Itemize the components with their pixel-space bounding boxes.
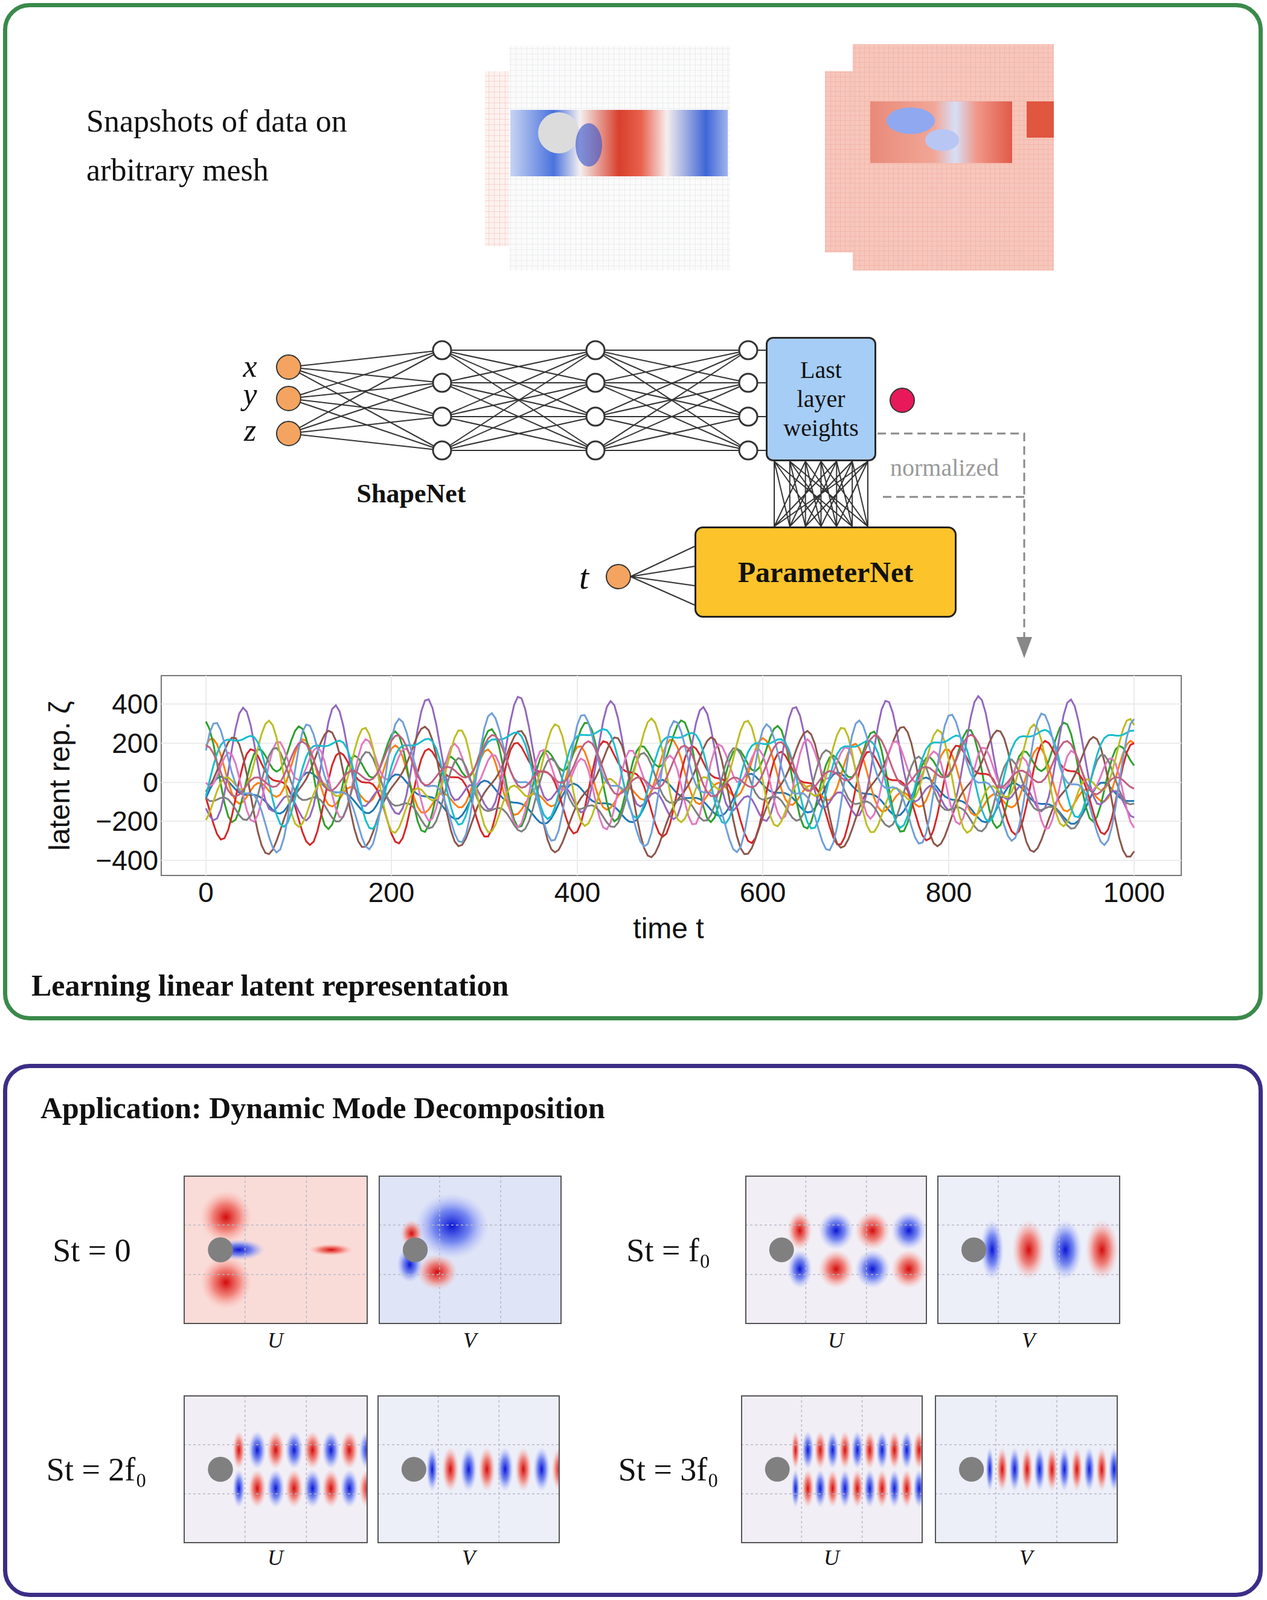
label: −400 [95, 844, 159, 877]
label: t [579, 556, 589, 598]
plot-axes [161, 675, 1182, 876]
label: U [267, 1327, 284, 1354]
label: 0 [142, 766, 159, 799]
label: 1000 [1103, 876, 1165, 909]
label: −200 [95, 805, 159, 838]
weights-box: Last layer weights [765, 336, 877, 462]
label: V [461, 1545, 476, 1571]
label: St = 3f₀ [618, 1451, 719, 1489]
parameter-net-box: ParameterNet [694, 526, 957, 618]
label: V [463, 1327, 477, 1354]
snapshot-1 [484, 45, 731, 271]
label: y [242, 376, 257, 412]
label: 0 [198, 876, 214, 909]
dmd-modes [183, 1175, 1121, 1544]
panel-heading: Learning linear latent representation [31, 967, 509, 1004]
label: latent rep. ζ [42, 701, 77, 851]
label: 400 [111, 687, 159, 721]
time-input-lines [630, 546, 695, 606]
input-neuron [606, 564, 631, 589]
network-lines [276, 341, 766, 460]
weight-connector [774, 461, 868, 527]
label: z [243, 412, 257, 449]
label: St = 0 [52, 1231, 132, 1270]
panel-heading: Application: Dynamic Mode Decomposition [40, 1090, 606, 1127]
label: normalized [890, 453, 999, 482]
label: ShapeNet [356, 478, 467, 510]
label: V [1021, 1327, 1036, 1354]
output-neuron [890, 388, 915, 413]
label: St = 2f₀ [46, 1451, 147, 1489]
label: 400 [554, 876, 601, 909]
label: time t [632, 911, 704, 946]
box-label: ParameterNet [737, 554, 914, 591]
label: Snapshots of data on arbitrary mesh [86, 96, 353, 195]
label: St = f₀ [626, 1231, 711, 1270]
box-label: Last layer weights [774, 355, 868, 443]
label: U [823, 1545, 840, 1571]
label: V [1019, 1545, 1033, 1571]
label: U [267, 1545, 284, 1571]
label: 200 [111, 727, 159, 760]
snapshot-2 [824, 44, 1054, 271]
label: 600 [739, 876, 787, 909]
label: 800 [925, 876, 973, 909]
arrow-head [1016, 637, 1033, 659]
panel: Application: Dynamic Mode Decomposition [3, 1064, 1263, 1598]
label: U [827, 1327, 844, 1354]
label: 200 [368, 876, 415, 909]
